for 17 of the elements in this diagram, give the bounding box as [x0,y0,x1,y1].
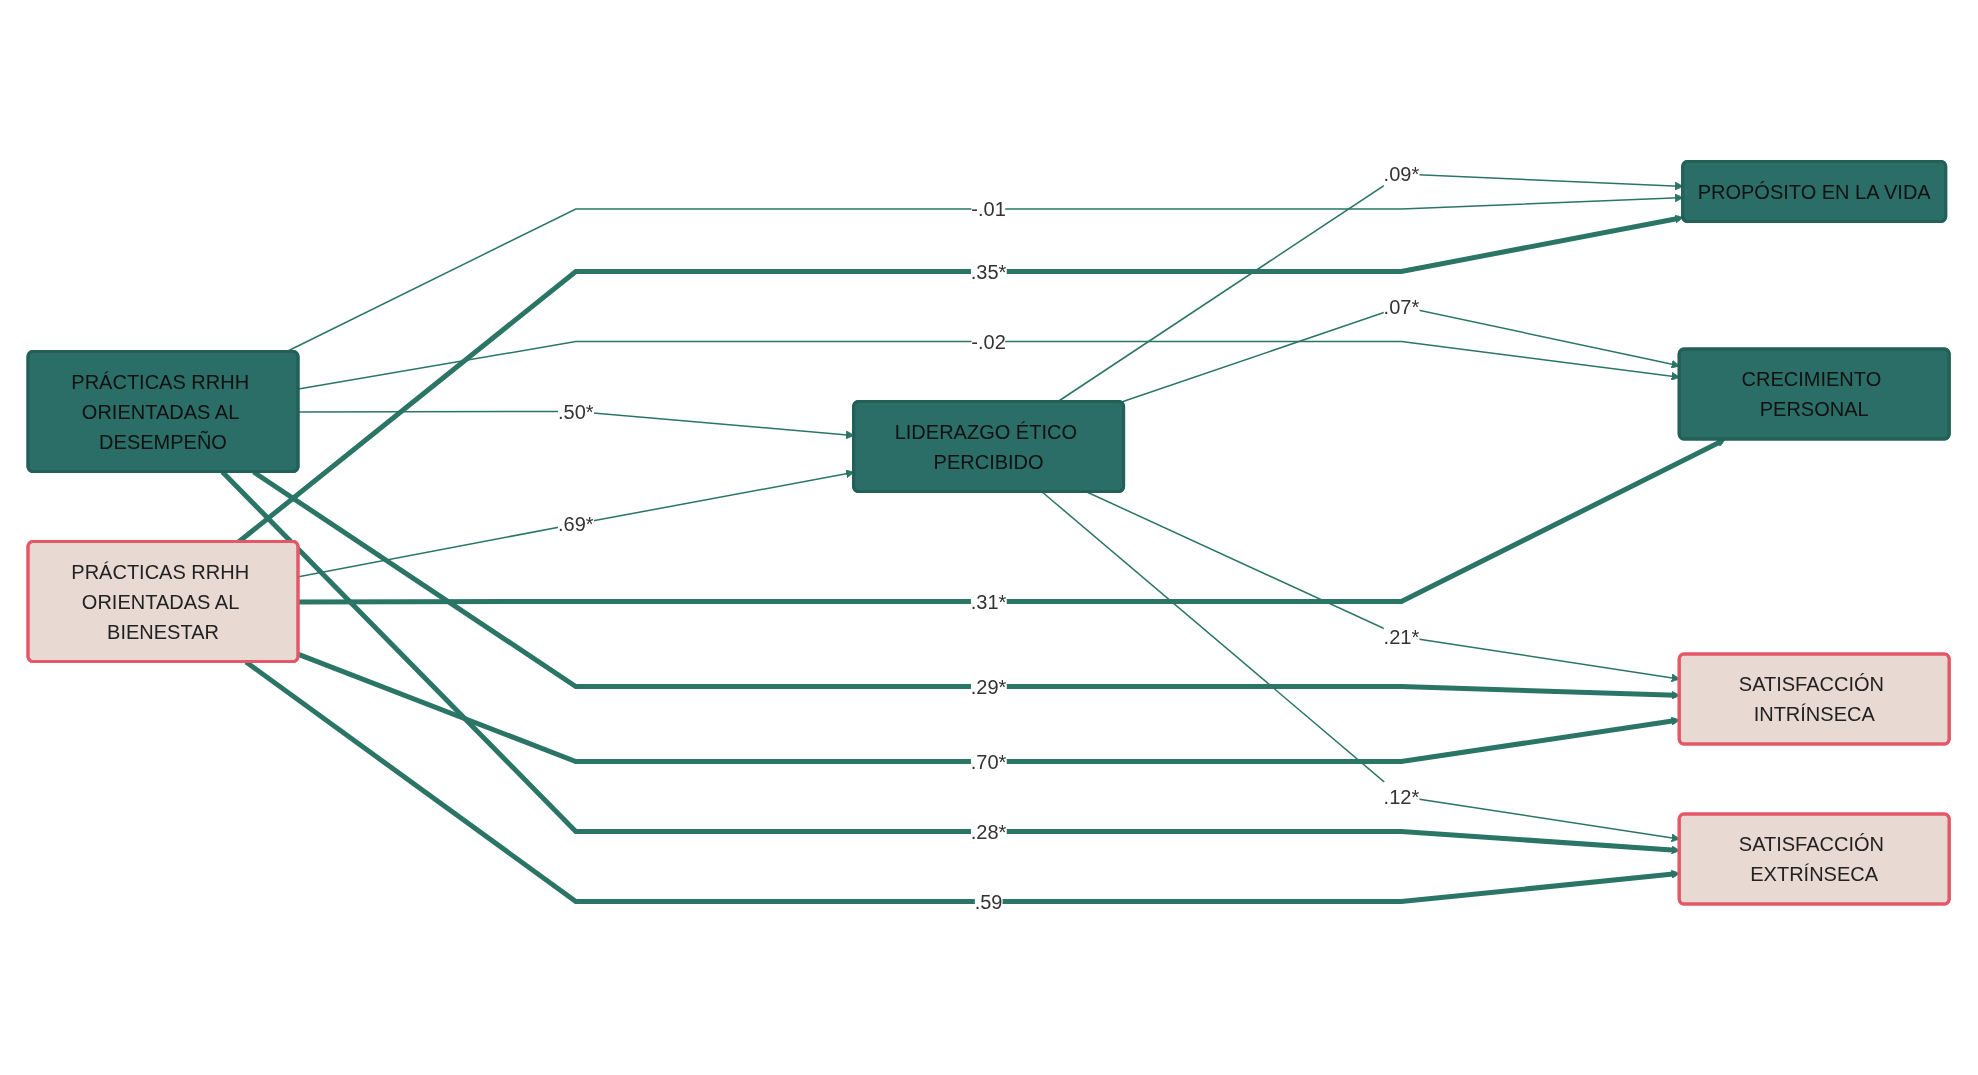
edge-label: .69* [558,512,594,535]
edge-label: .21* [1384,625,1420,648]
edge-label: .31* [971,590,1007,613]
edge-label: -.02 [971,330,1007,353]
edge-label: .07* [1384,295,1420,318]
edge-label: -.01 [971,197,1007,220]
arrow [298,469,855,578]
edge-label: .09* [1384,162,1420,185]
edge-label: .29* [971,675,1007,698]
arrow [298,438,1726,605]
edge-label: .70* [971,750,1007,773]
edge-label: .12* [1384,785,1420,808]
edge-label: .59 [975,890,1003,913]
edge-label: .35* [971,260,1007,283]
edge-label: .50* [558,400,594,423]
edge-label: .28* [971,820,1007,843]
arrow [298,410,855,439]
